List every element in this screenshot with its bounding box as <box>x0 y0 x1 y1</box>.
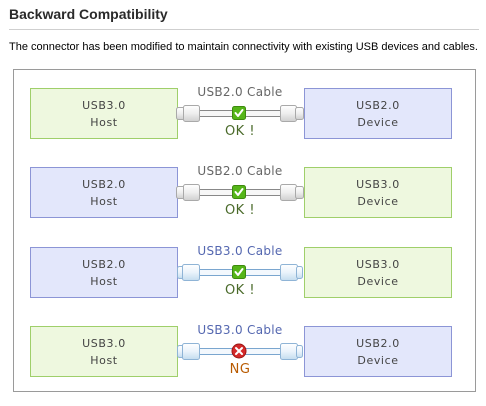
right-device-label-line2: Device <box>357 195 398 208</box>
right-device-box <box>304 326 452 377</box>
left-host-label-line2: Host <box>90 116 118 129</box>
left-host-box <box>30 88 178 139</box>
status-label: OK ! <box>225 283 255 298</box>
check-icon-mark <box>234 188 244 196</box>
right-device-label-line2: Device <box>357 116 398 129</box>
cable-plug-right-tip <box>295 186 304 199</box>
cable-label: USB3.0 Cable <box>197 244 282 258</box>
left-host-label-line1: USB2.0 <box>82 258 126 271</box>
status-label: OK ! <box>225 124 255 139</box>
cable-plug-right <box>280 343 298 360</box>
status-label: OK ! <box>225 203 255 218</box>
cable-plug-left <box>182 264 200 281</box>
right-device-label-line1: USB3.0 <box>356 258 400 271</box>
cable-plug-right <box>280 184 297 201</box>
section-description: The connector has been modified to maint… <box>9 41 478 53</box>
right-device-box <box>304 167 452 218</box>
left-host-label-line2: Host <box>90 354 118 367</box>
title-divider <box>9 29 479 30</box>
check-icon-mark <box>234 268 244 276</box>
left-host-box <box>30 247 178 298</box>
cable-plug-left <box>183 184 200 201</box>
left-host-label-line1: USB3.0 <box>82 337 126 350</box>
right-device-label-line1: USB2.0 <box>356 99 400 112</box>
right-device-label-line2: Device <box>357 354 398 367</box>
cable-plug-right-tip <box>295 107 304 120</box>
cable-plug-left <box>182 343 200 360</box>
left-host-label-line1: USB2.0 <box>82 178 126 191</box>
right-device-box <box>304 247 452 298</box>
status-label: NG <box>230 362 251 377</box>
cable-plug-right <box>280 105 297 122</box>
right-device-label-line2: Device <box>357 275 398 288</box>
left-host-box <box>30 167 178 218</box>
cable-label: USB2.0 Cable <box>197 164 282 178</box>
cable-plug-right <box>280 264 298 281</box>
left-host-label-line2: Host <box>90 275 118 288</box>
cross-icon-mark <box>235 347 243 355</box>
left-host-box <box>30 326 178 377</box>
cable-label: USB3.0 Cable <box>197 323 282 337</box>
right-device-label-line1: USB2.0 <box>356 337 400 350</box>
right-device-label-line1: USB3.0 <box>356 178 400 191</box>
cable-plug-left <box>183 105 200 122</box>
check-icon-mark <box>234 109 244 117</box>
section-title: Backward Compatibility <box>9 6 168 22</box>
cable-plug-right-tip <box>296 345 303 358</box>
cable-plug-right-tip <box>296 266 303 279</box>
left-host-label-line2: Host <box>90 195 118 208</box>
right-device-box <box>304 88 452 139</box>
cable-label: USB2.0 Cable <box>197 85 282 99</box>
left-host-label-line1: USB3.0 <box>82 99 126 112</box>
